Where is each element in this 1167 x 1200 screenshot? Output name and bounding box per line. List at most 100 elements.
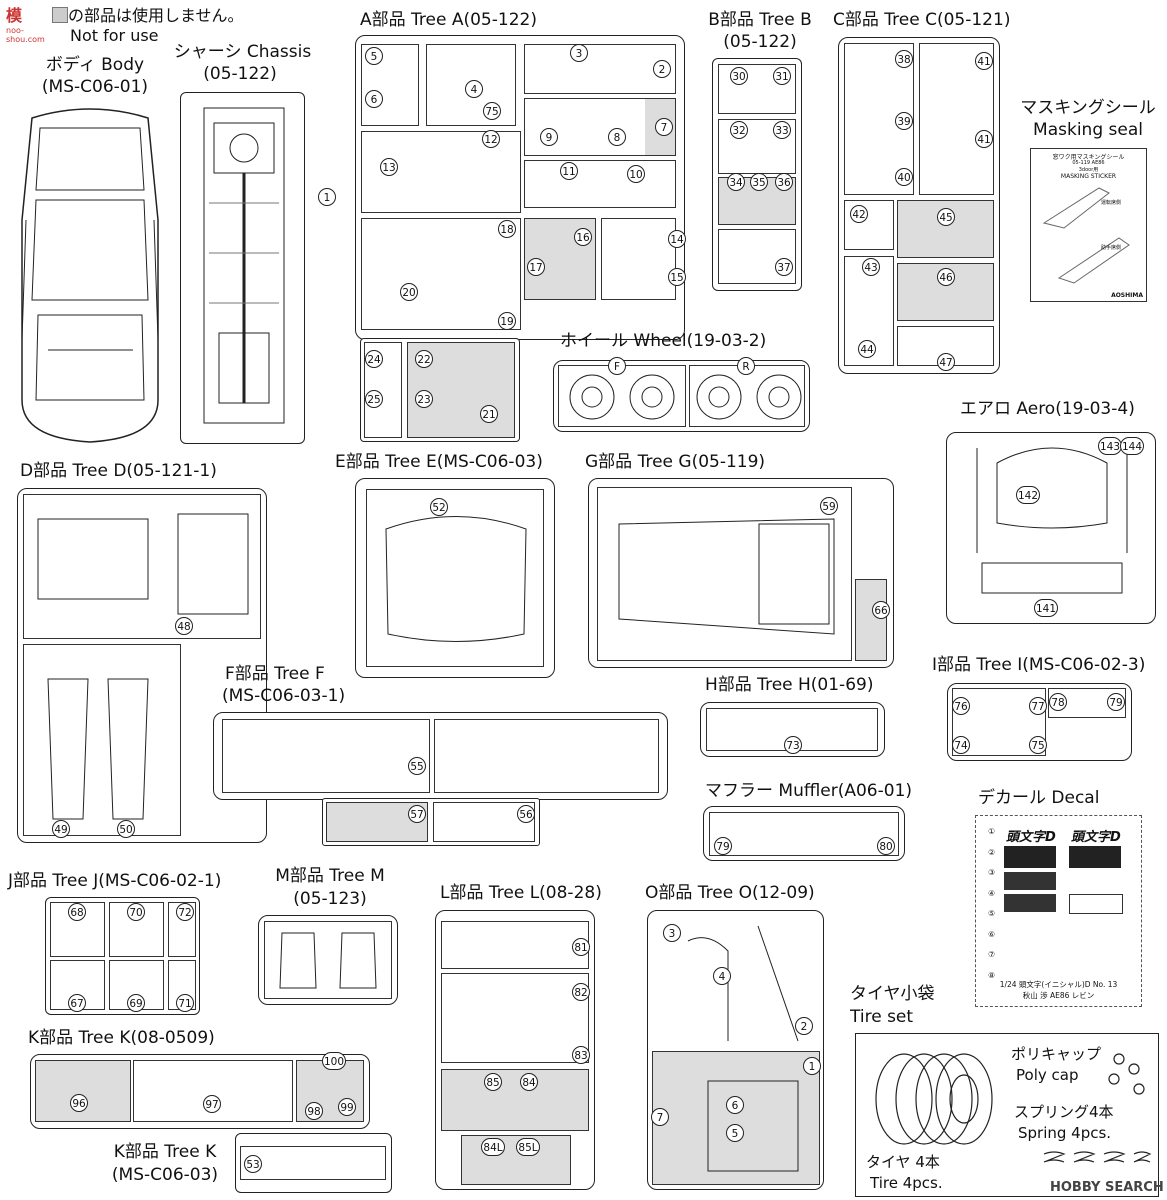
part-number: 100	[322, 1052, 346, 1070]
tree-e-cell	[366, 489, 544, 667]
part-number: 18	[498, 220, 516, 238]
part-number: 81	[572, 938, 590, 956]
chassis-drawing	[203, 107, 285, 424]
tree-l-cell	[441, 921, 589, 969]
tree-m-title: M部品 Tree M	[275, 866, 385, 886]
muffler-title: マフラー Muffler(A06-01)	[705, 781, 913, 801]
tree-k2-title: K部品 Tree K	[113, 1142, 217, 1162]
chassis-code: (05-122)	[203, 64, 277, 84]
decal-row-number: ④	[988, 888, 996, 898]
tire-label-jp: タイヤ 4本	[866, 1153, 940, 1171]
part-number: 72	[176, 903, 194, 921]
part-number: 46	[937, 268, 955, 286]
decal-caption-1: 1/24 頭文字(イニシャル)D No. 13	[999, 980, 1118, 989]
decal-row-number: ⑤	[988, 909, 996, 918]
part-number: 67	[68, 994, 86, 1012]
part-number: 16	[574, 228, 592, 246]
tree-f-cell	[222, 719, 430, 793]
part-number: 7	[651, 1108, 669, 1126]
part-number: 40	[895, 168, 913, 186]
masking-sheet: 窓ワク用マスキングシール 05-119 AE86 3door用 MASKING …	[1030, 148, 1147, 302]
tree-a-title: A部品 Tree A(05-122)	[360, 10, 537, 30]
part-number: 142	[1016, 486, 1040, 504]
part-number: 30	[730, 67, 748, 85]
part-number: 13	[380, 158, 398, 176]
part-number: 45	[937, 208, 955, 226]
decal-row-number: ②	[988, 847, 996, 857]
tree-j-title: J部品 Tree J(MS-C06-02-1)	[8, 871, 222, 891]
part-number: 47	[937, 353, 955, 371]
part-number: 15	[668, 268, 686, 286]
part-number: 76	[952, 697, 970, 715]
tire-set-title-jp: タイヤ小袋	[850, 984, 935, 1004]
part-number: 35	[750, 173, 768, 191]
wheels-drawing	[569, 374, 802, 420]
tree-b-code: (05-122)	[723, 32, 797, 52]
tires-drawing	[875, 1053, 1152, 1163]
part-number: 8	[608, 128, 626, 146]
wheel-front-label: F	[608, 357, 626, 375]
tree-m-code: (05-123)	[293, 889, 367, 909]
part-number: 96	[70, 1094, 88, 1112]
part-number: 38	[895, 50, 913, 68]
masking-sheet-title: 窓ワク用マスキングシール	[1052, 154, 1125, 161]
masking-legend-1: 運転席側	[1101, 200, 1122, 206]
masking-sheet-sub1: 05-119 AE86	[1072, 160, 1105, 166]
decal-black-plate	[1004, 846, 1056, 868]
tree-o-title: O部品 Tree O(12-09)	[645, 883, 815, 903]
part-number: 36	[775, 173, 793, 191]
part-number: 7	[655, 118, 673, 136]
tree-o-frame	[647, 910, 824, 1190]
polycap-label-jp: ポリキャップ	[1011, 1045, 1102, 1063]
part-number: 84L	[481, 1138, 505, 1156]
part-number: 98	[305, 1102, 323, 1120]
decal-black-plate	[1069, 846, 1121, 868]
aero-title: エアロ Aero(19-03-4)	[960, 399, 1135, 419]
part-number: 23	[415, 390, 433, 408]
tree-f-code: (MS-C06-03-1)	[222, 686, 346, 706]
part-number: 79	[1107, 693, 1125, 711]
tree-k2-cell	[240, 1146, 386, 1180]
part-number: 75	[483, 102, 501, 120]
part-number: 41	[975, 130, 993, 148]
part-number: 59	[820, 497, 838, 515]
spring-label-en: Spring 4pcs.	[1018, 1124, 1112, 1142]
tree-a-cell	[524, 160, 676, 208]
hood-drawing	[385, 516, 527, 642]
tree-k1-title: K部品 Tree K(08-0509)	[28, 1028, 215, 1048]
part-number: 22	[415, 350, 433, 368]
masking-title-jp: マスキングシール	[1020, 98, 1156, 118]
tree-a-frame	[355, 35, 685, 340]
part-number: 66	[872, 601, 890, 619]
part-number: 41	[975, 52, 993, 70]
tree-a-lower-frame	[360, 338, 520, 442]
part-number: 9	[540, 128, 558, 146]
tree-d-cell-floor	[23, 494, 261, 639]
chassis-part-number: 1	[318, 188, 336, 206]
part-number: 14	[668, 230, 686, 248]
tree-c-frame	[838, 37, 1000, 374]
part-number: 84	[520, 1073, 538, 1091]
part-number: 80	[877, 837, 895, 855]
body-title: ボディ Body	[45, 55, 145, 75]
part-number: 43	[862, 258, 880, 276]
tree-d-frame	[17, 488, 267, 843]
part-number: 3	[570, 44, 588, 62]
polycap-label-en: Poly cap	[1016, 1066, 1079, 1084]
tree-i-title: I部品 Tree I(MS-C06-02-3)	[932, 655, 1146, 675]
part-number: 2	[795, 1017, 813, 1035]
part-number: 5	[726, 1124, 744, 1142]
tire-set-box: ポリキャップ Poly cap スプリング4本 Spring 4pcs. タイヤ…	[855, 1033, 1159, 1197]
body-code: (MS-C06-01)	[41, 77, 149, 97]
tree-l-cell	[441, 973, 589, 1063]
part-number: 11	[560, 162, 578, 180]
tree-f-title: F部品 Tree F	[225, 664, 325, 684]
decal-row-number: ⑧	[988, 970, 996, 980]
tree-k1-cell	[35, 1060, 131, 1122]
body-drawing	[21, 108, 159, 443]
muffler-cell	[709, 812, 899, 856]
wheel-rear-label: R	[737, 357, 755, 375]
watermark-logo: 模 noo-shou.com	[6, 2, 60, 44]
part-number: 97	[203, 1095, 221, 1113]
part-number: 70	[127, 903, 145, 921]
